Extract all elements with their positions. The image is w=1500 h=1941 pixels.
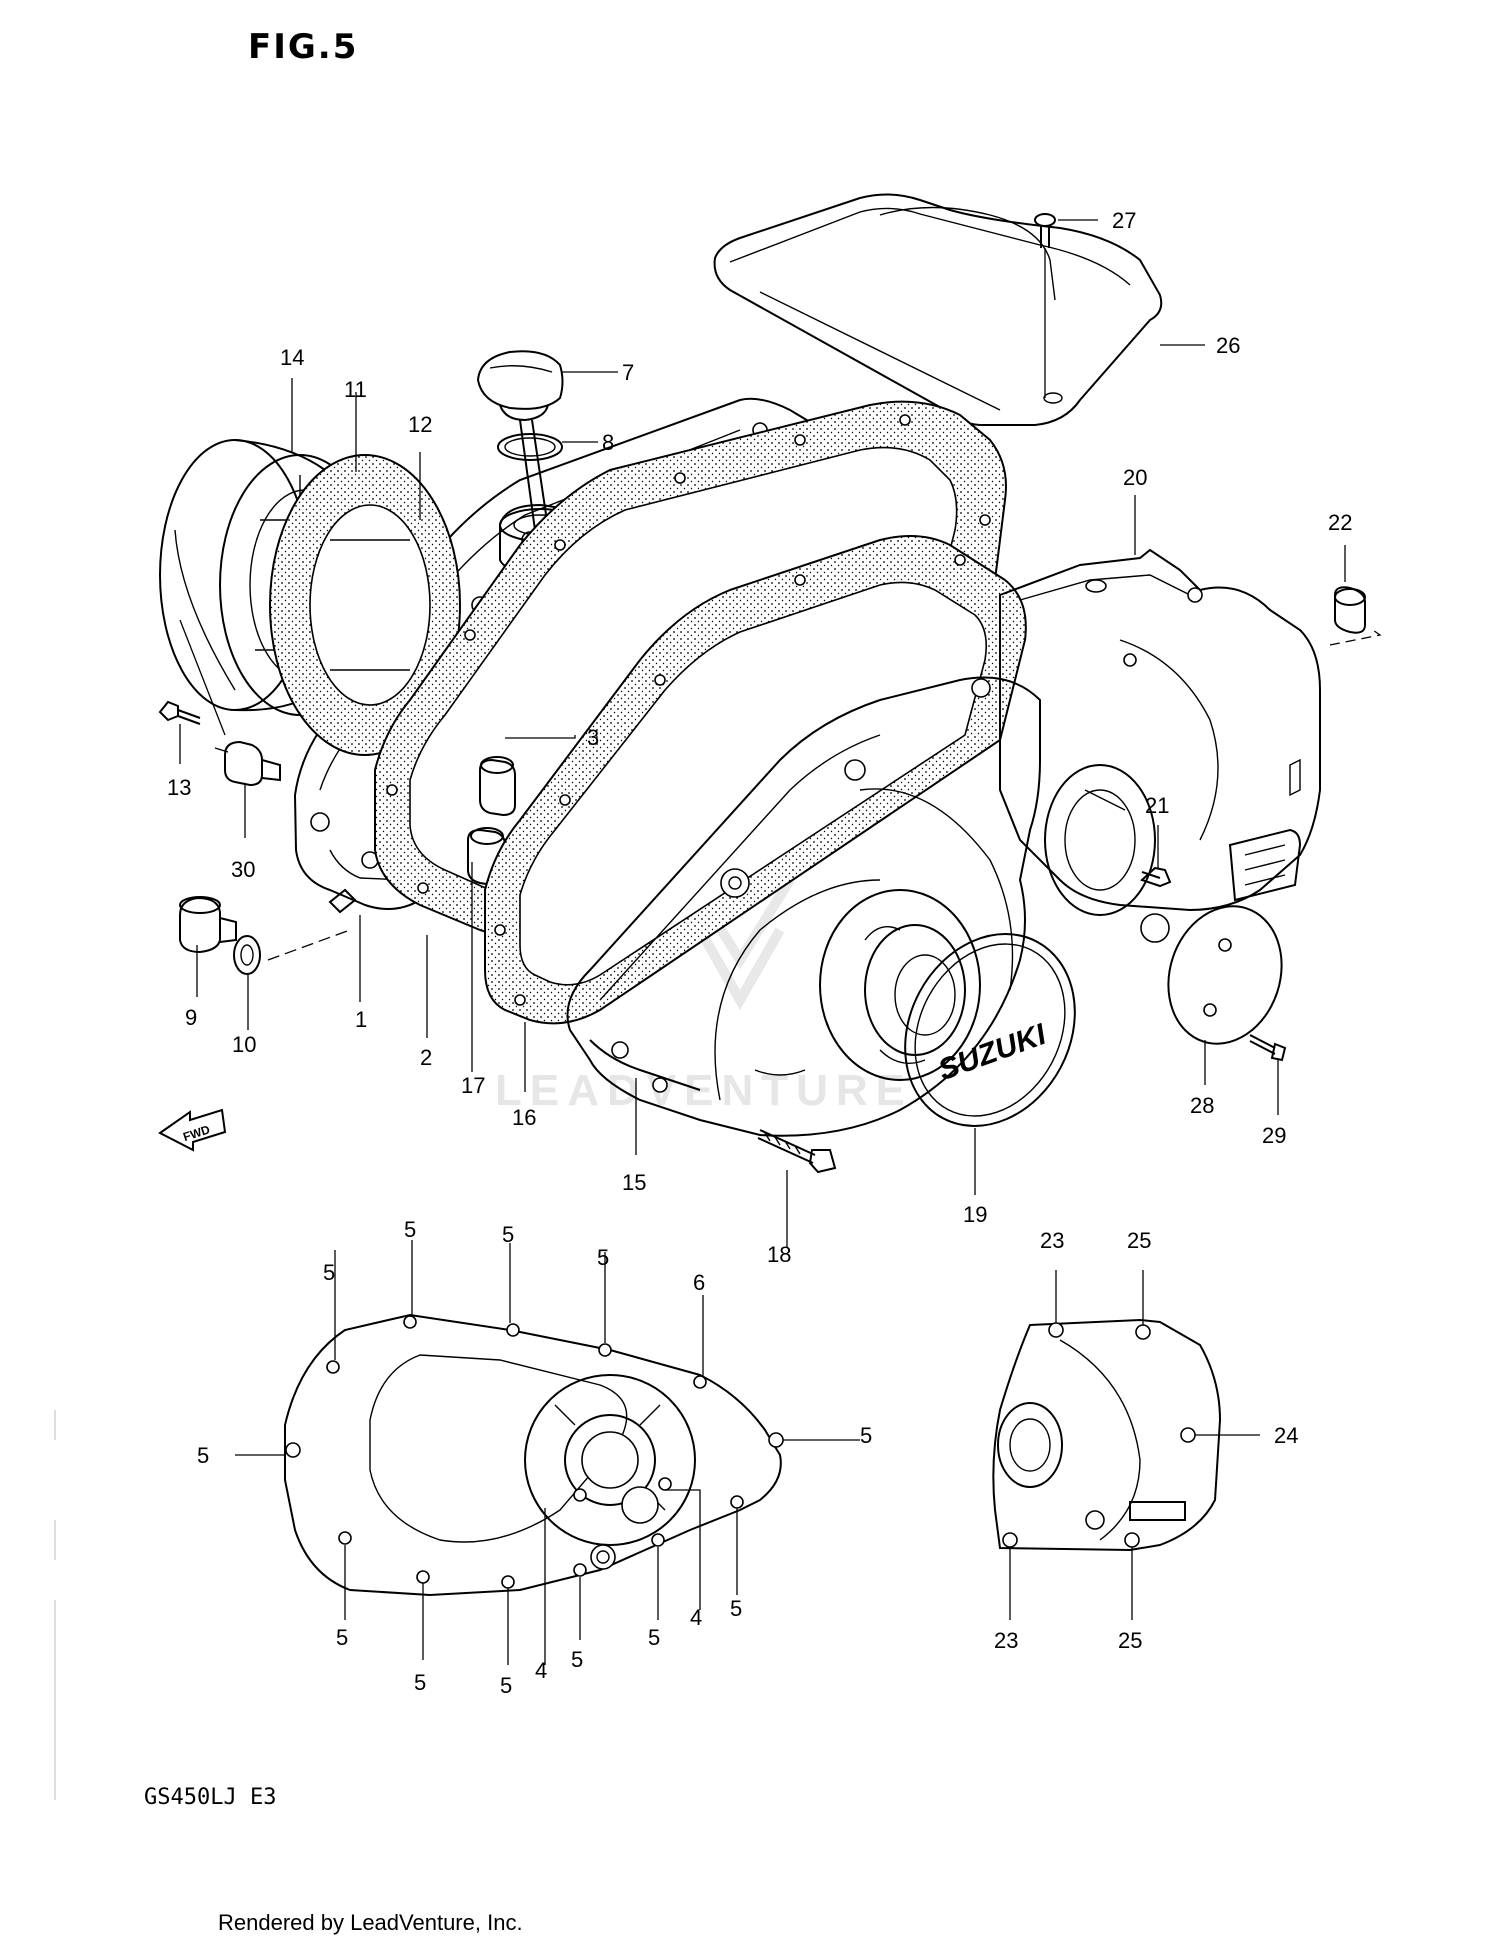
callout-10: 10 [232,1032,256,1057]
callout-5: 5 [323,1260,335,1285]
callout-5: 5 [502,1222,514,1247]
callout-23: 23 [1040,1228,1064,1253]
callout-23: 23 [994,1628,1018,1653]
callout-5: 5 [404,1217,416,1242]
figure-title: FIG.5 [248,27,358,67]
part-16-gasket [484,535,1027,1025]
part-10-washer [233,929,351,975]
callout-29: 29 [1262,1123,1286,1148]
suzuki-logo: SUZUKI [934,1018,1051,1087]
part-27-bolt [1034,213,1056,248]
fwd-arrow: FWD [158,1108,227,1152]
part-28-round-cover [1167,905,1283,1045]
part-26-top-cover [713,193,1163,426]
callout-22: 22 [1328,510,1352,535]
callout-2: 2 [420,1045,432,1070]
callout-18: 18 [767,1242,791,1267]
part-20-generator-cover [999,548,1321,943]
callout-5: 5 [730,1596,742,1621]
callout-20: 20 [1123,465,1147,490]
callout-16: 16 [512,1105,536,1130]
callout-8: 8 [602,430,614,455]
leader-lines [179,219,1346,1665]
part-8-o-ring [497,433,563,461]
callout-5: 5 [336,1625,348,1650]
render-credit-footer: Rendered by LeadVenture, Inc. [218,1910,523,1935]
callout-1: 1 [355,1007,367,1032]
callout-11: 11 [344,377,367,402]
callout-3: 3 [587,725,599,750]
callout-13: 13 [167,775,191,800]
callout-25: 25 [1118,1628,1142,1653]
callout-4: 4 [690,1605,702,1630]
callout-21: 21 [1145,793,1169,818]
callout-26: 26 [1216,333,1240,358]
callout-5: 5 [414,1670,426,1695]
callout-27: 27 [1112,208,1136,233]
callout-30: 30 [231,857,255,882]
part-18-bolt [757,1129,837,1174]
callout-5: 5 [197,1443,209,1468]
part-21-screw [1140,866,1172,888]
part-7-filler-cap [476,350,564,531]
part-30-switch [214,740,281,787]
callout-15: 15 [622,1170,646,1195]
callout-5: 5 [648,1625,660,1650]
callout-12: 12 [408,412,432,437]
part-19-logo-cover: SUZUKI [904,933,1076,1127]
part-15-clutch-cover [566,676,1041,1137]
callout-9: 9 [185,1005,197,1030]
callout-25: 25 [1127,1228,1151,1253]
callout-5: 5 [500,1673,512,1698]
callout-4: 4 [535,1658,547,1683]
part-12-gasket [269,454,461,756]
model-code: GS450LJ E3 [144,1785,276,1810]
callout-6: 6 [693,1270,705,1295]
callout-labels: 7 8 27 26 14 11 12 20 22 3 13 30 21 9 10… [167,208,1352,1698]
callout-28: 28 [1190,1093,1214,1118]
part-22-dowel [1329,586,1382,646]
inset-generator-cover-outline [992,1318,1222,1552]
callout-5: 5 [597,1245,609,1270]
inset-clutch-cover-outline [284,1313,784,1597]
callout-19: 19 [963,1202,987,1227]
callout-24: 24 [1274,1423,1298,1448]
callout-7: 7 [622,360,634,385]
callout-17: 17 [461,1073,485,1098]
callout-14: 14 [280,345,304,370]
part-9-drain-plug [179,896,237,954]
part-29-screw [1249,1034,1287,1062]
callout-5: 5 [860,1423,872,1448]
callout-5: 5 [571,1647,583,1672]
watermark: LEADVENTURE [495,1066,913,1115]
part-13-bolt [158,700,201,725]
